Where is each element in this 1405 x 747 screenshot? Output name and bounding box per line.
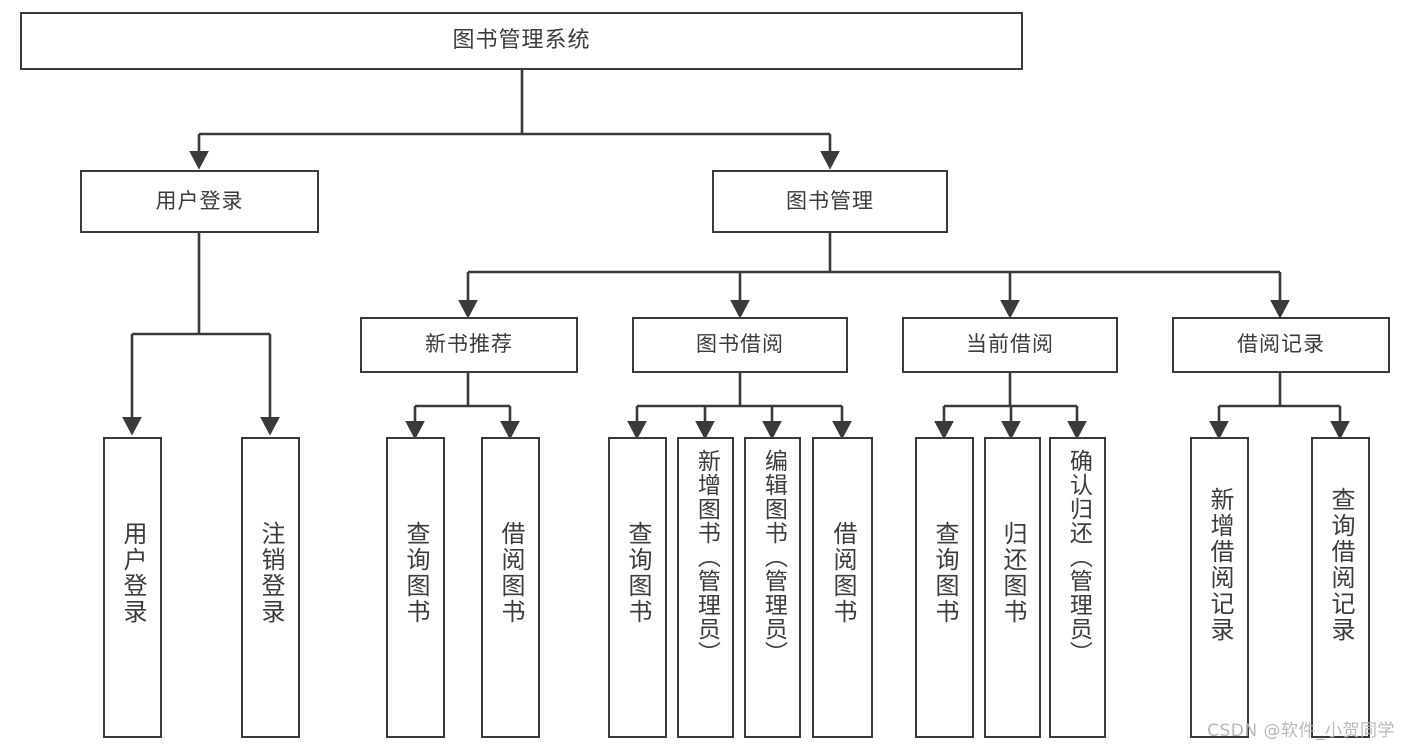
- node-leaf-query-borrow-record[interactable]: 查询借阅记录: [1311, 437, 1370, 738]
- node-label: 查询图书: [623, 521, 652, 625]
- node-leaf-borrow-book[interactable]: 借阅图书: [812, 437, 873, 738]
- node-leaf-query-book-current[interactable]: 查询图书: [915, 437, 974, 738]
- node-label: 借阅图书: [496, 521, 525, 625]
- node-leaf-return-book[interactable]: 归还图书: [984, 437, 1041, 738]
- node-label: 图书借阅: [696, 332, 784, 357]
- node-label: 查询借阅记录: [1326, 487, 1355, 643]
- node-label: 归还图书: [998, 521, 1027, 625]
- node-label: 新增图书（管理员）: [693, 449, 720, 665]
- node-label: 编辑图书（管理员）: [760, 449, 787, 665]
- node-label: 用户登录: [155, 188, 244, 213]
- node-label: 借阅记录: [1237, 332, 1325, 357]
- node-label: 确认归还（管理员）: [1065, 449, 1092, 665]
- node-current-borrowing[interactable]: 当前借阅: [902, 317, 1118, 373]
- node-root-library-management-system[interactable]: 图书管理系统: [20, 12, 1023, 70]
- node-label: 借阅图书: [828, 521, 857, 625]
- node-label: 新书推荐: [425, 332, 513, 357]
- node-leaf-edit-book-admin[interactable]: 编辑图书（管理员）: [744, 437, 801, 738]
- node-label: 图书管理: [786, 188, 874, 213]
- node-leaf-add-book-admin[interactable]: 新增图书（管理员）: [677, 437, 734, 738]
- node-leaf-add-borrow-record[interactable]: 新增借阅记录: [1190, 437, 1249, 738]
- node-label: 当前借阅: [966, 332, 1054, 357]
- node-label: 用户登录: [118, 521, 147, 625]
- node-label: 注销登录: [256, 521, 285, 625]
- node-label: 新增借阅记录: [1205, 487, 1234, 643]
- node-new-book-recommendation[interactable]: 新书推荐: [360, 317, 578, 373]
- node-leaf-query-book-recommend[interactable]: 查询图书: [386, 437, 445, 738]
- node-leaf-user-login[interactable]: 用户登录: [103, 437, 162, 738]
- node-leaf-confirm-return-admin[interactable]: 确认归还（管理员）: [1049, 437, 1106, 738]
- node-book-management[interactable]: 图书管理: [712, 170, 948, 233]
- node-label: 查询图书: [930, 521, 959, 625]
- node-user-login[interactable]: 用户登录: [80, 170, 319, 233]
- node-borrowing-records[interactable]: 借阅记录: [1172, 317, 1390, 373]
- node-leaf-query-book-borrow[interactable]: 查询图书: [608, 437, 667, 738]
- node-leaf-borrow-book-recommend[interactable]: 借阅图书: [481, 437, 540, 738]
- node-book-borrowing[interactable]: 图书借阅: [632, 317, 848, 373]
- node-leaf-logout[interactable]: 注销登录: [241, 437, 300, 738]
- node-label: 查询图书: [401, 521, 430, 625]
- node-label: 图书管理系统: [452, 27, 591, 53]
